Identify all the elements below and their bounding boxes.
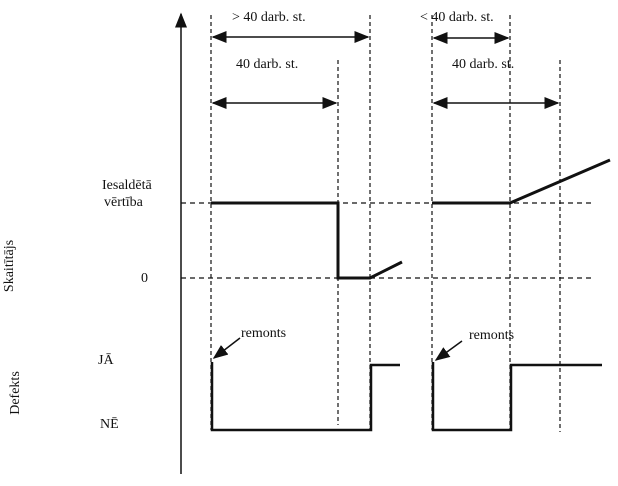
- dashed-level-lines: [181, 202, 592, 279]
- span-label-40-right: 40 darb. st.: [452, 57, 515, 72]
- span-label-more-than-40: > 40 darb. st.: [232, 10, 306, 25]
- counter-signal: [211, 158, 611, 280]
- no-label: NĒ: [100, 417, 119, 432]
- counter-axis-label: Skaitītājs: [2, 239, 18, 293]
- defect-signal: [210, 362, 602, 432]
- span-arrows: [211, 31, 560, 109]
- frozen-value-label-line2: vērtība: [104, 195, 143, 210]
- repair-label-right: remonts: [469, 328, 515, 343]
- frozen-value-label-line1: Iesaldētā: [102, 178, 152, 193]
- span-label-less-than-40: < 40 darb. st.: [420, 10, 494, 25]
- repair-label-left: remonts: [241, 326, 287, 341]
- repair-arrows: [212, 337, 463, 361]
- span-label-40-left: 40 darb. st.: [236, 57, 299, 72]
- dashed-time-markers: [210, 15, 561, 432]
- yes-label: JĀ: [98, 353, 114, 368]
- zero-label: 0: [141, 271, 148, 286]
- defect-axis-label: Defekts: [7, 371, 23, 415]
